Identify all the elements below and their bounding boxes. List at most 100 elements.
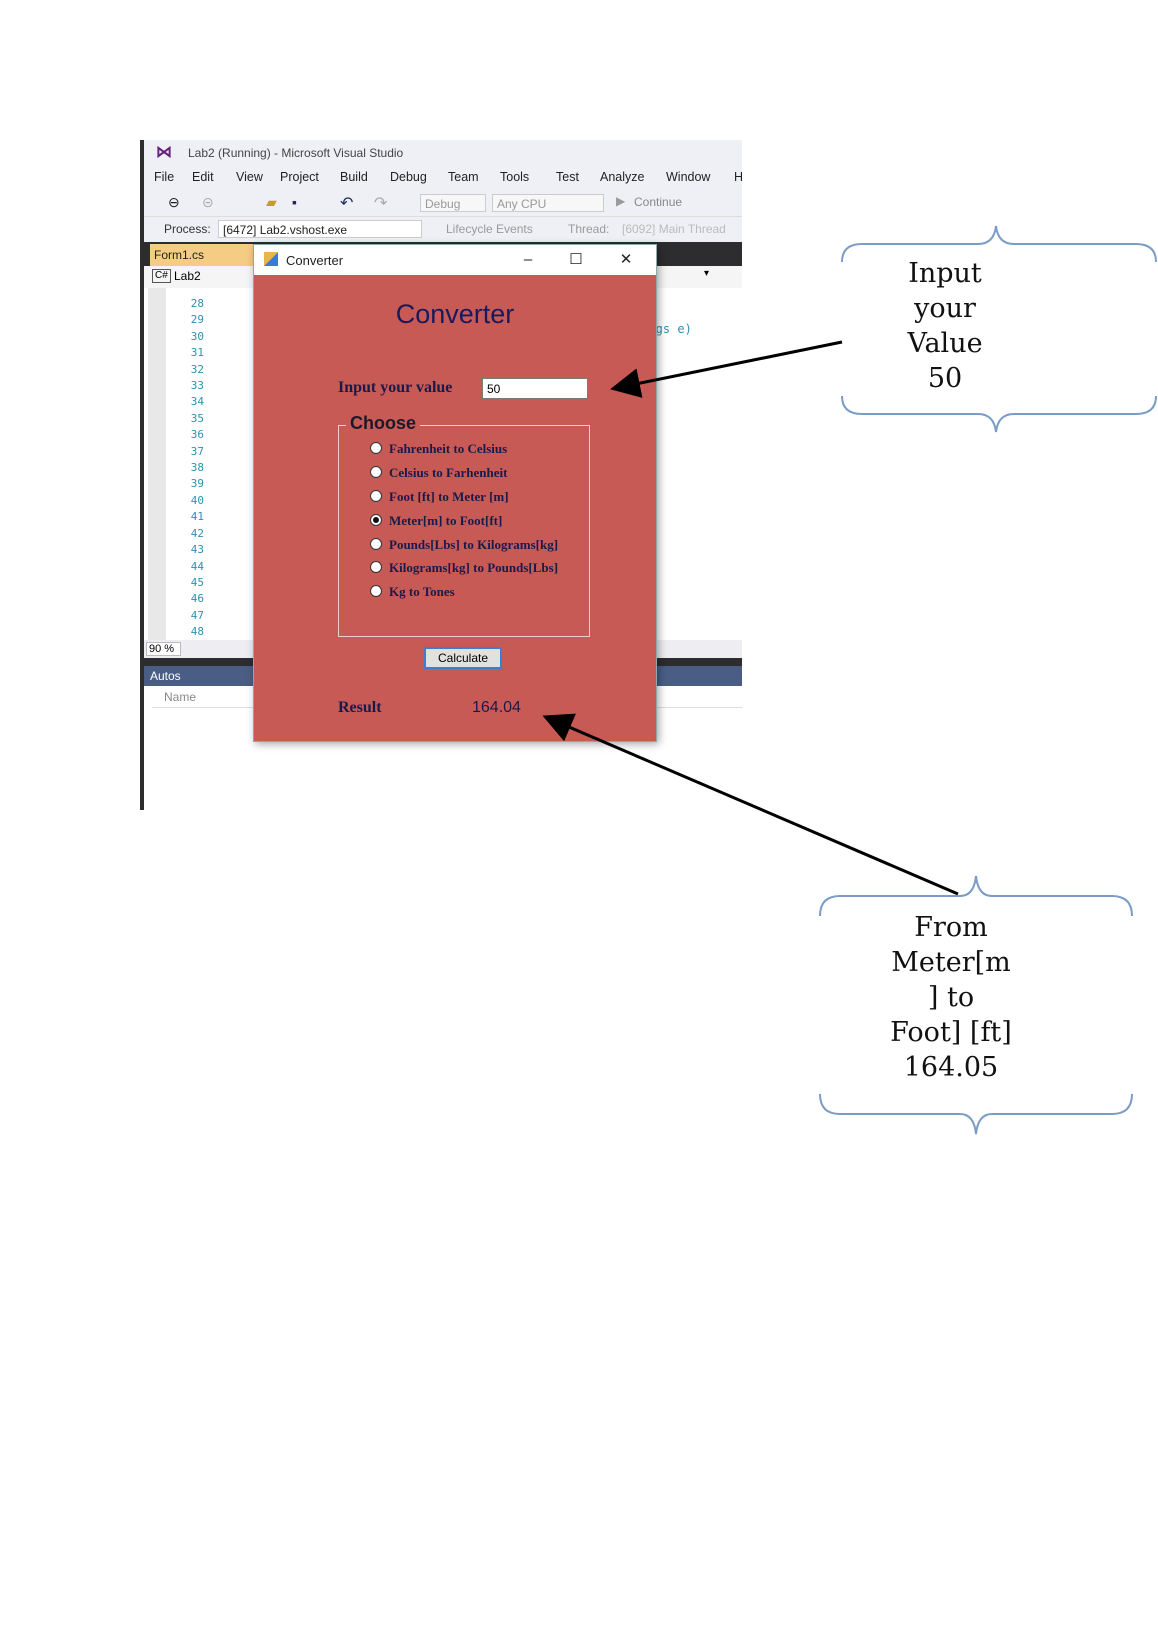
bottom-brace: [841, 395, 1157, 433]
radio-button[interactable]: [370, 442, 382, 454]
callout-line: 164.05: [903, 1052, 999, 1083]
callout-line: ] to: [927, 982, 975, 1013]
menu-tools[interactable]: Tools: [500, 170, 530, 184]
menu-analyze[interactable]: Analyze: [600, 170, 645, 184]
radio-button[interactable]: [370, 466, 382, 478]
menu-team[interactable]: Team: [448, 170, 479, 184]
line-number: 29: [190, 313, 204, 327]
choose-groupbox: [338, 425, 590, 637]
form-app-icon: [264, 252, 278, 266]
callout-line: your: [914, 293, 976, 324]
line-number: 37: [190, 444, 204, 458]
radio-label: Celsius to Farhenheit: [389, 465, 508, 480]
forward-icon[interactable]: ⊝: [202, 194, 214, 210]
top-brace: [819, 875, 1133, 917]
callout-line: Value: [907, 328, 983, 359]
process-label: Process:: [164, 222, 211, 236]
redo-icon[interactable]: ↷: [374, 195, 388, 212]
converter-title-bar: Converter – ☐ ✕: [254, 245, 656, 275]
bottom-brace: [819, 1093, 1133, 1135]
thread-value[interactable]: [6092] Main Thread: [622, 222, 726, 236]
save-icon[interactable]: ▪: [292, 194, 297, 210]
top-brace: [841, 225, 1157, 263]
close-icon[interactable]: ✕: [619, 251, 633, 268]
callout-line: Foot] [ft]: [890, 1017, 1012, 1048]
chevron-down-icon[interactable]: ▾: [704, 268, 710, 279]
choose-group-title: Choose: [346, 413, 421, 434]
menu-debug[interactable]: Debug: [390, 170, 427, 184]
vs-window-title: Lab2 (Running) - Microsoft Visual Studio: [188, 146, 404, 160]
line-number: 35: [190, 411, 204, 425]
line-number: 45: [190, 575, 204, 589]
thread-label: Thread:: [568, 222, 610, 236]
minimize-icon[interactable]: –: [523, 251, 533, 268]
continue-button[interactable]: Continue: [634, 195, 683, 209]
menu-window[interactable]: Window: [666, 170, 711, 184]
radio-button[interactable]: [370, 490, 382, 502]
result-label: Result: [338, 699, 382, 716]
line-number: 32: [190, 362, 204, 376]
radio-button[interactable]: [370, 585, 382, 597]
radio-button-selected[interactable]: [370, 514, 382, 526]
line-number: 30: [190, 329, 204, 343]
line-number: 28: [190, 297, 204, 310]
radio-label: Meter[m] to Foot[ft]: [389, 513, 503, 528]
line-number: 33: [190, 379, 204, 393]
editor-gutter: [148, 288, 166, 640]
radio-label: Fahrenheit to Celsius: [389, 441, 508, 456]
csharp-project-icon: C#: [152, 269, 171, 283]
converter-heading: Converter: [395, 299, 515, 329]
result-callout: From Meter[m ] to Foot] [ft] 164.05: [876, 910, 1026, 1085]
play-icon: ▶: [616, 194, 626, 208]
platform-combo[interactable]: Any CPU: [492, 194, 604, 212]
maximize-icon[interactable]: ☐: [569, 251, 583, 268]
vs-menu-bar: File Edit View Project Build Debug Team …: [144, 166, 744, 190]
menu-file[interactable]: File: [154, 170, 175, 184]
radio-label: Kilograms[kg] to Pounds[Lbs]: [389, 560, 559, 575]
converter-window-title: Converter: [286, 253, 344, 268]
menu-help[interactable]: H: [734, 170, 744, 184]
line-number: 36: [190, 428, 204, 442]
menu-project[interactable]: Project: [280, 170, 319, 184]
calculate-button[interactable]: Calculate: [424, 647, 502, 669]
radio-button[interactable]: [370, 561, 382, 573]
line-number: 47: [190, 608, 204, 622]
arrow-to-input: [610, 340, 843, 398]
back-icon[interactable]: ⊖: [168, 194, 180, 210]
process-combo[interactable]: [6472] Lab2.vshost.exe: [218, 220, 422, 238]
vs-toolbar: ⊖ ⊝ ▰ ▪ ↶ ↷ Debug Any CPU ▶ Continue: [144, 190, 742, 217]
line-number: 46: [190, 592, 204, 606]
input-callout: Input your Value 50: [880, 256, 1010, 396]
line-number: 41: [190, 510, 204, 524]
menu-build[interactable]: Build: [340, 170, 368, 184]
tab-form1-cs[interactable]: Form1.cs: [150, 244, 260, 266]
result-value: 164.04: [472, 699, 521, 716]
visual-studio-logo-icon: ⋈: [156, 144, 172, 161]
converter-form: Converter – ☐ ✕ Converter Input your val…: [253, 244, 657, 742]
line-number: 44: [190, 559, 204, 573]
menu-view[interactable]: View: [236, 170, 263, 184]
radio-label: Foot [ft] to Meter [m]: [389, 489, 509, 504]
lifecycle-events[interactable]: Lifecycle Events: [446, 222, 533, 236]
line-number: 34: [190, 395, 204, 409]
radio-label: Kg to Tones: [389, 584, 455, 599]
config-combo[interactable]: Debug: [420, 194, 486, 212]
input-value-field[interactable]: [482, 378, 588, 399]
radio-label: Pounds[Lbs] to Kilograms[kg]: [389, 537, 559, 552]
menu-test[interactable]: Test: [556, 170, 579, 184]
callout-line: 50: [927, 363, 963, 394]
undo-icon[interactable]: ↶: [340, 195, 354, 212]
nav-project-name[interactable]: Lab2: [174, 269, 201, 283]
line-number: 42: [190, 526, 204, 540]
line-number: 31: [190, 346, 204, 360]
arrow-to-result: [542, 713, 959, 896]
line-number: 40: [190, 493, 204, 507]
zoom-combo[interactable]: 90 %: [146, 642, 182, 656]
callout-line: From: [914, 912, 988, 943]
menu-edit[interactable]: Edit: [192, 170, 214, 184]
open-folder-icon[interactable]: ▰: [266, 194, 277, 210]
radio-button[interactable]: [370, 538, 382, 550]
line-number: 39: [190, 477, 204, 491]
